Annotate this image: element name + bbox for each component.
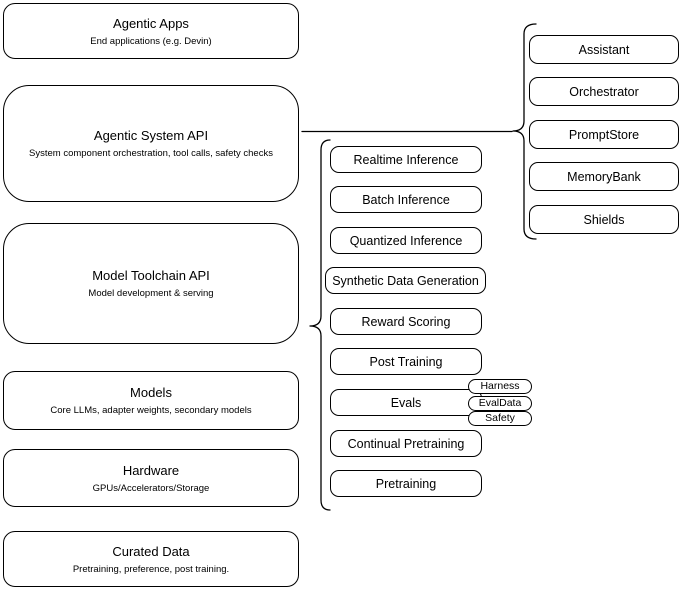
- node-title: Hardware: [122, 462, 180, 478]
- tag-safety: Safety: [468, 411, 532, 426]
- node-subtitle: Model development & serving: [88, 288, 214, 299]
- node-orchestrator: Orchestrator: [529, 77, 679, 106]
- node-assistant: Assistant: [529, 35, 679, 64]
- node-quantized-inference: Quantized Inference: [330, 227, 482, 254]
- node-promptstore: PromptStore: [529, 120, 679, 149]
- node-subtitle: Core LLMs, adapter weights, secondary mo…: [50, 405, 252, 416]
- node-memorybank: MemoryBank: [529, 162, 679, 191]
- node-continual-pretraining: Continual Pretraining: [330, 430, 482, 457]
- node-reward-scoring: Reward Scoring: [330, 308, 482, 335]
- node-agentic-apps: Agentic Apps End applications (e.g. Devi…: [3, 3, 299, 59]
- node-subtitle: GPUs/Accelerators/Storage: [92, 482, 210, 494]
- node-title: Agentic Apps: [113, 15, 189, 31]
- node-subtitle: System component orchestration, tool cal…: [29, 148, 273, 159]
- node-title: Curated Data: [112, 543, 190, 559]
- node-title: Model Toolchain API: [92, 268, 210, 283]
- node-title: Models: [130, 385, 172, 400]
- node-pretraining: Pretraining: [330, 470, 482, 497]
- node-models: Models Core LLMs, adapter weights, secon…: [3, 371, 299, 430]
- node-agentic-system-api: Agentic System API System component orch…: [3, 85, 299, 202]
- system-brace: [512, 23, 537, 240]
- tag-harness: Harness: [468, 379, 532, 394]
- node-subtitle: Pretraining, preference, post training.: [72, 563, 230, 575]
- node-post-training: Post Training: [330, 348, 482, 375]
- node-evals: Evals: [330, 389, 482, 416]
- node-synthetic-data-generation: Synthetic Data Generation: [325, 267, 486, 294]
- node-batch-inference: Batch Inference: [330, 186, 482, 213]
- tag-evaldata: EvalData: [468, 396, 532, 411]
- node-subtitle: End applications (e.g. Devin): [90, 35, 212, 47]
- node-title: Agentic System API: [93, 128, 209, 143]
- node-model-toolchain-api: Model Toolchain API Model development & …: [3, 223, 299, 344]
- node-realtime-inference: Realtime Inference: [330, 146, 482, 173]
- node-hardware: Hardware GPUs/Accelerators/Storage: [3, 449, 299, 507]
- toolchain-brace: [309, 139, 331, 511]
- node-shields: Shields: [529, 205, 679, 234]
- node-curated-data: Curated Data Pretraining, preference, po…: [3, 531, 299, 587]
